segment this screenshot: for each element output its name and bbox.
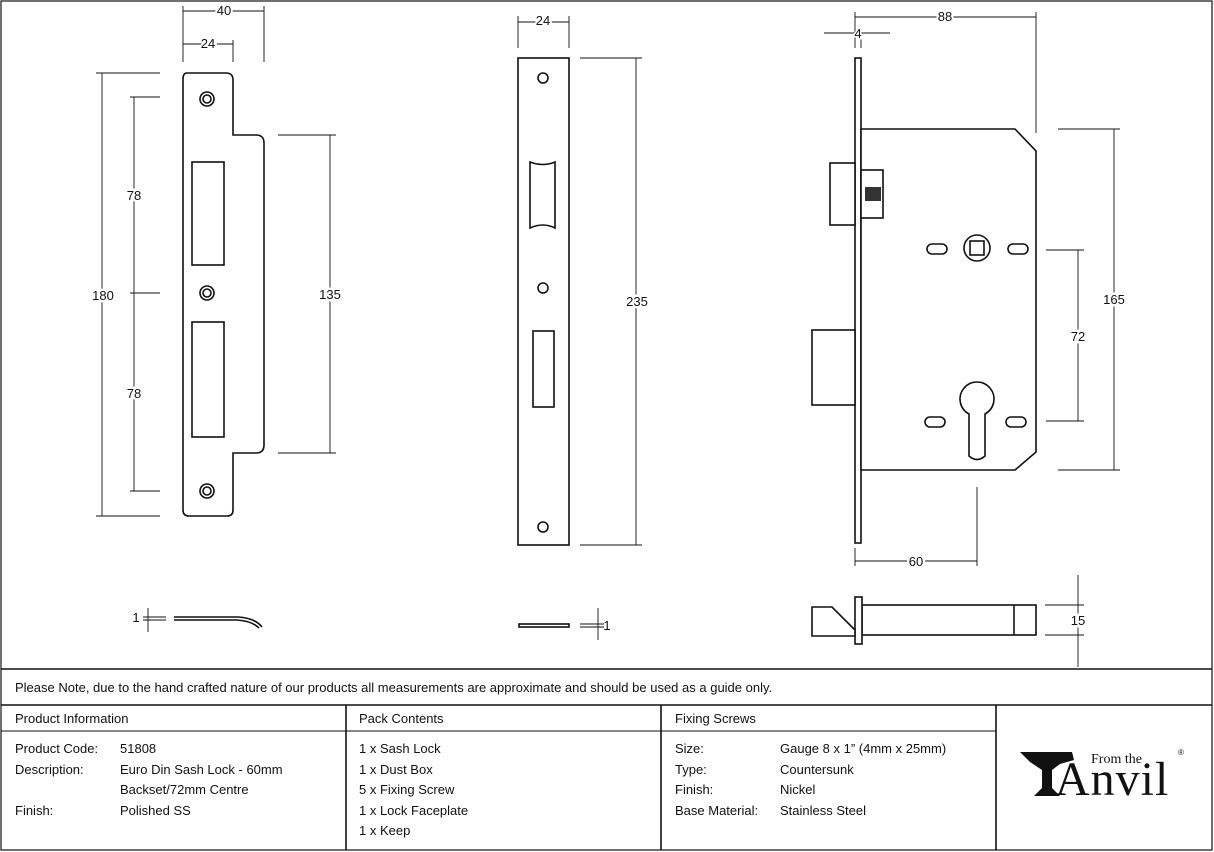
- case-thickness-label: 15: [1071, 613, 1085, 628]
- description-value: Euro Din Sash Lock - 60mm: [120, 762, 283, 777]
- lock-forend: [854, 57, 862, 544]
- product-code-label: Product Code:: [15, 741, 99, 756]
- screw-finish-label: Finish:: [675, 782, 714, 797]
- faceplate-hole-bottom: [537, 521, 549, 533]
- finish-value: Polished SS: [120, 803, 191, 818]
- deadbolt: [811, 329, 856, 406]
- pack-item: 5 x Fixing Screw: [359, 782, 455, 797]
- base-material-value: Stainless Steel: [780, 803, 866, 818]
- faceplate-deadbolt-slot: [532, 330, 555, 408]
- lock-case-body: [860, 128, 1037, 471]
- anvil-logo-icon: [1020, 752, 1074, 796]
- keep-lower-slot: [191, 321, 225, 438]
- product-info-header: Product Information: [15, 711, 129, 726]
- lock-case-drawing: 88 4 165 72 60 15: [811, 7, 1127, 667]
- disclaimer-note: Please Note, due to the hand crafted nat…: [15, 680, 773, 695]
- keep-screw-hole-top-inner: [202, 94, 212, 104]
- case-depth-label: 88: [938, 9, 952, 24]
- keep-inner-width-label: 24: [201, 36, 215, 51]
- logo-tagline: From the: [1091, 752, 1142, 767]
- case-height-label: 165: [1103, 292, 1125, 307]
- finish-label: Finish:: [15, 803, 54, 818]
- backset-label: 60: [909, 554, 923, 569]
- keep-lower-spacing-label: 78: [127, 386, 141, 401]
- case-side-body: [861, 604, 1037, 636]
- logo-registered-mark: ®: [1178, 748, 1184, 757]
- keep-height-label: 180: [92, 288, 114, 303]
- keep-lip-height-label: 135: [319, 287, 341, 302]
- faceplate-latch-slot: [529, 160, 556, 230]
- keep-upper-spacing-label: 78: [127, 188, 141, 203]
- description-label: Description:: [15, 762, 84, 777]
- description-value-2: Backset/72mm Centre: [120, 782, 249, 797]
- keep-screw-hole-bottom-inner: [202, 486, 212, 496]
- faceplate-thickness-label: 1: [603, 618, 610, 633]
- base-material-label: Base Material:: [675, 803, 759, 818]
- forend-thickness-label: 4: [854, 26, 861, 41]
- keep-upper-slot: [191, 161, 225, 266]
- logo-wordmark: Anvil: [1055, 753, 1170, 806]
- pack-contents-header: Pack Contents: [359, 711, 444, 726]
- faceplate-outline: [517, 57, 570, 546]
- fixing-slot-upper-right: [1007, 243, 1029, 255]
- faceplate-drawing: 24 235 1: [517, 11, 650, 640]
- latch-bolt: [829, 162, 856, 226]
- keep-overall-width-label: 40: [217, 3, 231, 18]
- pack-item: 1 x Keep: [359, 823, 411, 838]
- pack-item: 1 x Lock Faceplate: [359, 803, 469, 818]
- latch-spring-coil: [865, 187, 881, 201]
- keep-screw-hole-mid-inner: [202, 288, 212, 298]
- pack-item: 1 x Sash Lock: [359, 741, 441, 756]
- case-side-forend: [854, 596, 863, 645]
- pack-item: 1 x Dust Box: [359, 762, 433, 777]
- keep-outline: [182, 72, 265, 517]
- follower-square: [969, 240, 985, 256]
- screw-type-value: Countersunk: [780, 762, 854, 777]
- product-code-value: 51808: [120, 741, 157, 756]
- screw-size-value: Gauge 8 x 1” (4mm x 25mm): [780, 741, 947, 756]
- fixing-screws-header: Fixing Screws: [675, 711, 756, 726]
- keep-drawing: 40 24 180 78 78 135 1: [90, 1, 343, 632]
- centre-label: 72: [1071, 329, 1085, 344]
- faceplate-hole-top: [537, 72, 549, 84]
- fixing-slot-upper-left: [926, 243, 948, 255]
- faceplate-profile: [518, 623, 570, 628]
- euro-cylinder-cutout: [959, 381, 995, 461]
- fixing-slot-lower-right: [1005, 416, 1027, 428]
- keep-profile: [174, 616, 263, 628]
- screw-finish-value: Nickel: [780, 782, 816, 797]
- faceplate-width-label: 24: [536, 13, 550, 28]
- screw-size-label: Size:: [675, 741, 704, 756]
- faceplate-hole-mid: [537, 282, 549, 294]
- fixing-slot-lower-left: [924, 416, 946, 428]
- faceplate-height-label: 235: [626, 294, 648, 309]
- keep-thickness-label: 1: [132, 610, 139, 625]
- case-side-latch: [811, 606, 856, 637]
- screw-type-label: Type:: [675, 762, 707, 777]
